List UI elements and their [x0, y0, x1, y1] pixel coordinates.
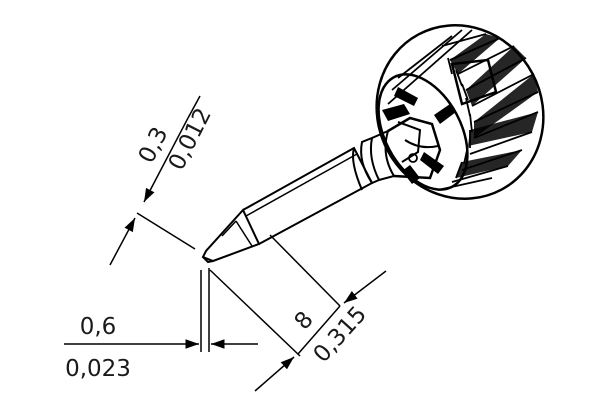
shank-diameter-in: 0,315 — [309, 301, 372, 367]
extension-line-shank — [269, 234, 341, 307]
soldering-tip — [201, 24, 545, 264]
extension-line-tip — [209, 269, 301, 357]
dimension-line — [297, 305, 341, 355]
arrow-upper — [343, 270, 387, 304]
extension-line — [136, 212, 196, 250]
shank-collar — [352, 136, 381, 191]
dimension-line — [187, 95, 201, 119]
tip-thickness-in: 0,023 — [65, 356, 131, 382]
dimension-shank-diameter: 8 0,315 — [209, 234, 387, 392]
tip-width-in: 0,012 — [164, 104, 217, 174]
tip-thickness-mm: 0,6 — [80, 314, 117, 340]
tip-cone — [201, 208, 261, 263]
knurled-nut-hub — [382, 87, 456, 184]
shank-diameter-mm: 8 — [290, 307, 319, 335]
dimension-tip-thickness: 0,6 0,023 — [64, 268, 258, 382]
knurled-nut — [375, 24, 545, 200]
tip-chisel-face — [202, 256, 214, 264]
nut-window — [450, 58, 498, 106]
arrow-upper — [143, 117, 189, 203]
arrow-lower — [109, 217, 136, 266]
arrow-lower — [254, 356, 295, 392]
dimension-tip-width: 0,3 0,012 — [109, 95, 217, 266]
